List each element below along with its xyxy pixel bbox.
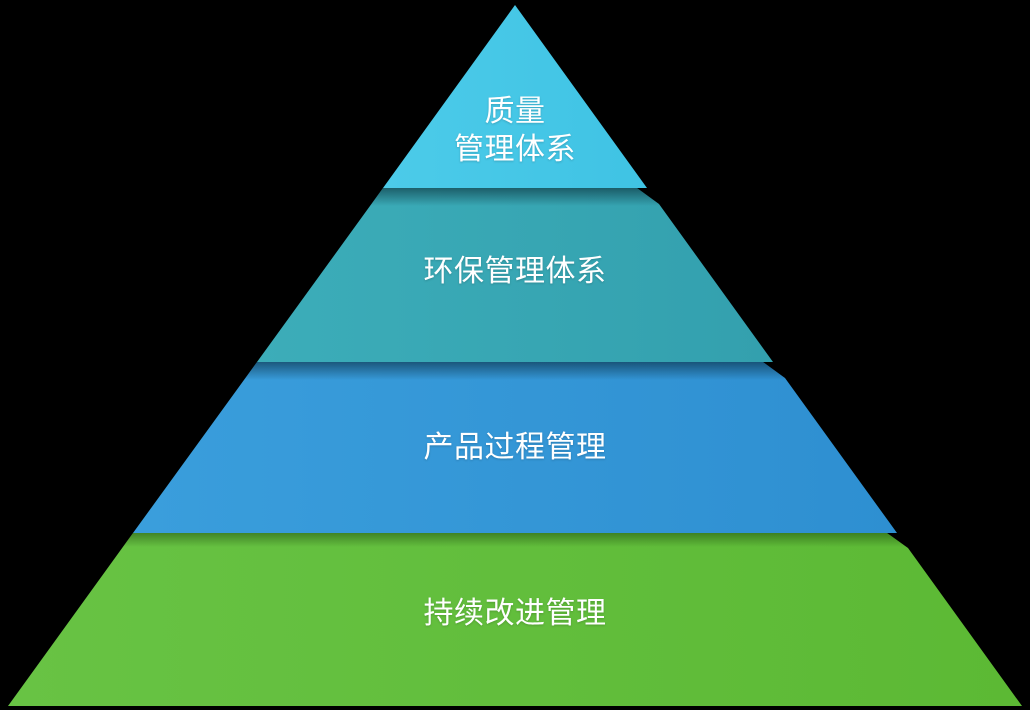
pyramid-level-3-label: 产品过程管理 xyxy=(423,431,607,464)
pyramid-level-3: 产品过程管理 xyxy=(133,362,897,533)
pyramid-level-1: 质量 管理体系 xyxy=(383,5,647,188)
pyramid-level-2-label: 环保管理体系 xyxy=(423,255,607,288)
pyramid-level-2: 环保管理体系 xyxy=(257,188,773,362)
pyramid-level-4: 持续改进管理 xyxy=(8,533,1022,706)
pyramid-level-4-label: 持续改进管理 xyxy=(423,597,607,630)
pyramid-level-1-label: 质量 管理体系 xyxy=(454,95,576,166)
